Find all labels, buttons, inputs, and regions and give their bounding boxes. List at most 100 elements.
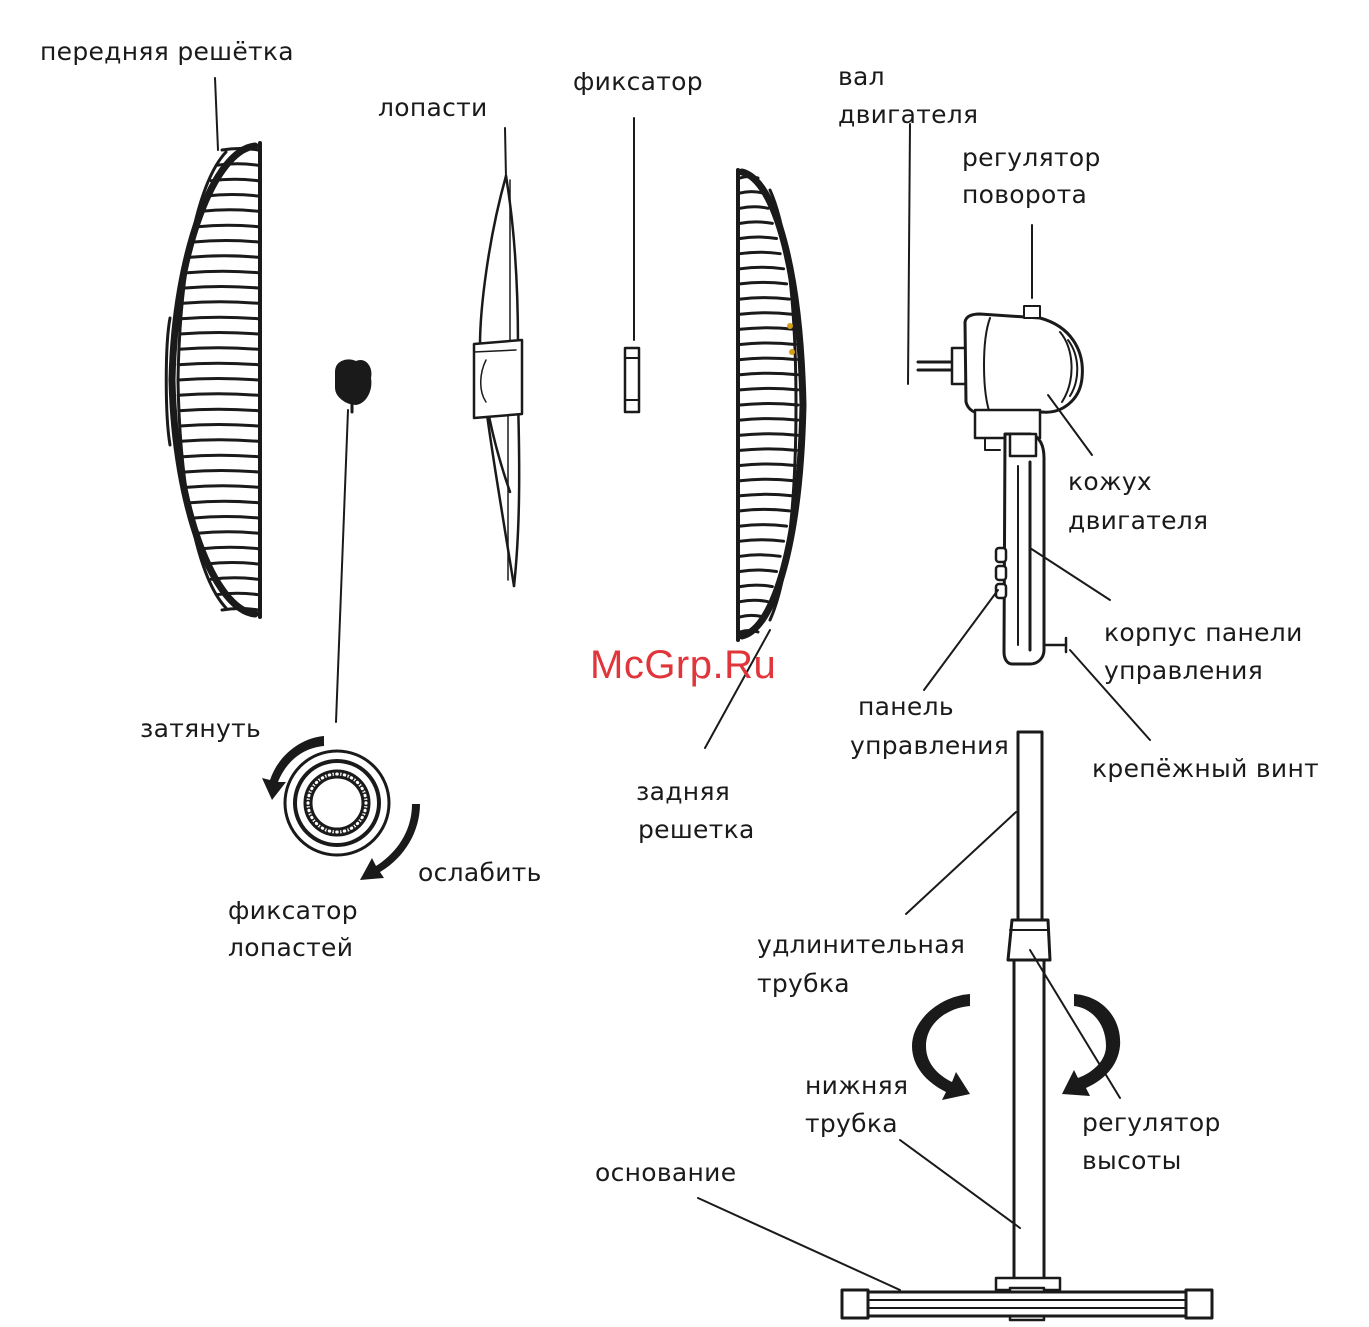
grille-rib (180, 333, 258, 335)
grille-rib (740, 434, 797, 436)
clip-fixator (625, 118, 639, 412)
grille-rib (740, 222, 772, 224)
grille-rib (181, 317, 258, 319)
grille-rib (222, 149, 258, 151)
grille-rib (198, 532, 258, 534)
label-rotation-knob-line2: поворота (962, 176, 1087, 214)
ring-tooth (307, 793, 312, 798)
grille-rib (740, 373, 797, 375)
grille-rib (202, 210, 258, 212)
label-control-body-line2: управления (1104, 652, 1263, 690)
grille-rib (740, 449, 796, 451)
ring-tooth (349, 775, 354, 780)
label-blades: лопасти (378, 89, 488, 127)
label-blade-lock-line2: лопастей (228, 929, 353, 967)
ring-tooth (307, 808, 312, 813)
ring-tooth (342, 829, 347, 834)
blade-lock-ring (285, 751, 389, 855)
grille-rib (740, 237, 777, 239)
grille-rib (178, 363, 258, 365)
ring-tooth (364, 801, 369, 806)
label-height-knob-line2: высоты (1082, 1142, 1182, 1180)
grille-rib (180, 425, 258, 427)
grille-rib (740, 177, 758, 179)
fan-stand (698, 732, 1212, 1320)
label-screw: крепёжный винт (1092, 750, 1319, 788)
grille-rib (740, 313, 792, 315)
grille-rib (740, 298, 789, 300)
grille-rib (178, 394, 258, 396)
ring-tooth (327, 829, 332, 834)
grille-rib (740, 343, 795, 345)
label-control-panel-line1: панель (858, 688, 954, 726)
ring-tooth (360, 786, 365, 791)
label-loosen: ослабить (418, 854, 542, 892)
ring-tooth (320, 775, 325, 780)
ring-tooth (306, 801, 311, 806)
label-rear-grille-line1: задняя (636, 773, 730, 811)
label-tighten: затянуть (140, 710, 261, 748)
grille-rib (194, 517, 258, 519)
grille-rib (740, 525, 787, 527)
grille-rib (211, 179, 258, 181)
grille-rib (740, 570, 777, 572)
label-rear-grille-line2: решетка (638, 811, 755, 849)
ring-tooth (335, 772, 340, 777)
label-motor-shaft-line2: двигателя (838, 96, 978, 134)
grille-rib (740, 267, 784, 269)
grille-rib (740, 509, 789, 511)
ring-tooth (327, 773, 332, 778)
grille-rib (740, 464, 795, 466)
grille-rib (202, 547, 258, 549)
grille-rib (740, 192, 763, 194)
label-control-panel-line2: управления (850, 727, 1009, 765)
ring-tooth (342, 773, 347, 778)
grille-rib (740, 479, 794, 481)
grille-rib (191, 256, 259, 258)
grille-rib (740, 585, 772, 587)
ring-tooth (314, 780, 319, 785)
grille-rib (740, 388, 798, 390)
ring-tooth (309, 815, 314, 820)
grille-rib (206, 563, 258, 565)
ring-tooth (355, 821, 360, 826)
label-front-grille: передняя решётка (40, 33, 294, 71)
label-rotation-knob-line1: регулятор (962, 139, 1101, 177)
watermark: McGrp.Ru (590, 643, 776, 688)
grille-rib (216, 164, 258, 166)
grille-rib (740, 540, 784, 542)
spinner-nut (336, 360, 370, 722)
ring-tooth (309, 786, 314, 791)
label-control-body-line1: корпус панели (1104, 614, 1303, 652)
label-clip: фиксатор (573, 63, 703, 101)
label-extension-tube-line2: трубка (757, 965, 850, 1003)
fan-blades (474, 128, 522, 586)
label-height-knob-line1: регулятор (1082, 1104, 1221, 1142)
grille-rib (740, 600, 768, 602)
label-base: основание (595, 1154, 736, 1192)
grille-rib (179, 348, 258, 350)
ring-tooth (314, 821, 319, 826)
label-motor-housing-line1: кожух (1068, 463, 1152, 501)
grille-rib (740, 282, 787, 284)
label-lower-tube-line1: нижняя (805, 1067, 908, 1105)
ring-tooth (360, 815, 365, 820)
grille-rib (194, 241, 258, 243)
height-arrow-right-icon (1062, 994, 1120, 1096)
height-arrow-left-icon (912, 994, 970, 1100)
ring-tooth (320, 826, 325, 831)
grille-rib (740, 494, 792, 496)
label-blade-lock-line1: фиксатор (228, 892, 358, 930)
grille-rib (222, 609, 258, 611)
loosen-arrow-icon (360, 804, 420, 880)
grille-rib (179, 409, 258, 411)
grille-rib (740, 404, 798, 406)
grille-rib (178, 379, 258, 381)
grille-rib (198, 225, 258, 227)
ring-tooth (335, 830, 340, 835)
ring-tooth (363, 793, 368, 798)
grille-rib (740, 555, 780, 557)
grille-rib (740, 631, 758, 633)
grille-rib (185, 471, 258, 473)
